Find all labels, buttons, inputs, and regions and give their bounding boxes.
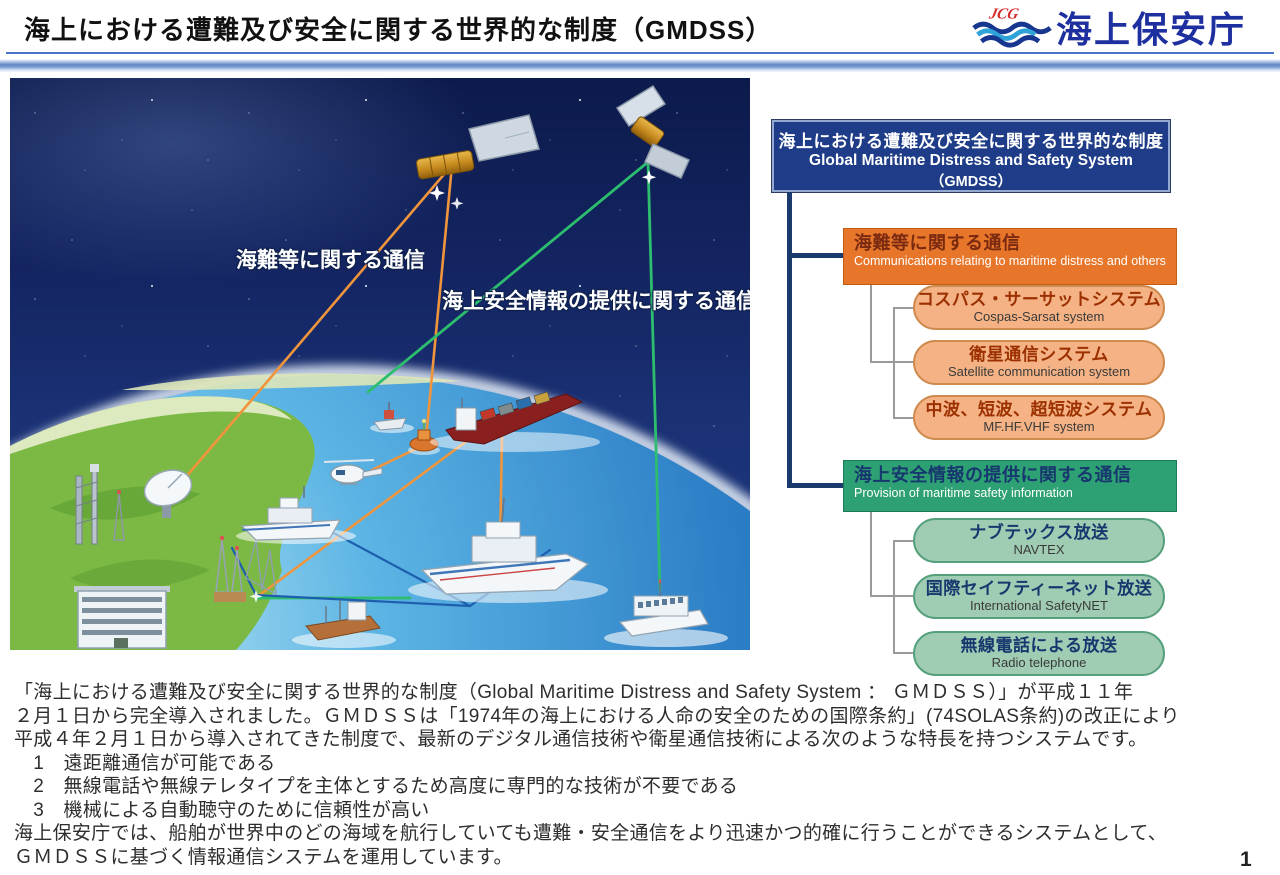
pill-en: Radio telephone [991,655,1087,670]
body-text-line: 3 機械による自動聴守のために信頼性が高い [14,799,430,821]
satellite-right [615,84,690,185]
safety-elbow [870,595,893,597]
pill-en: Cospas-Sarsat system [973,309,1105,324]
pill-en: MF.HF.VHF system [983,419,1095,434]
pill-navtex: ナブテックス放送 NAVTEX [913,518,1165,563]
body-text-line: ＧＭＤＳＳに基づく情報通信システムを運用しています。 [14,846,513,868]
pill-ja: 衛星通信システム [969,345,1109,364]
pill-ja: 中波、短波、超短波システム [925,400,1153,419]
pill-cospas-sarsat: コスパス・サーサットシステム Cospas-Sarsat system [913,285,1165,330]
shore-antenna-masts [214,535,277,603]
body-text-line: ２月１日から完全導入されました。ＧＭＤＳＳは「1974年の海上における人命の安全… [14,705,1180,727]
label-safety-comm: 海上安全情報の提供に関する通信 [442,290,750,313]
ferry [604,578,728,647]
satellite-dish [143,469,193,518]
launch-tower [75,464,99,545]
distress-boat [370,402,414,433]
cargo-ship-small [292,600,396,648]
agency-logo: JCG 海上保安庁 [970,2,1270,52]
root-title-en: Global Maritime Distress and Safety Syst… [809,152,1133,169]
pill-ja: 無線電話による放送 [960,636,1118,655]
coast-guard-building [74,586,170,649]
pill-mf-hf-vhf: 中波、短波、超短波システム MF.HF.VHF system [913,395,1165,440]
gmdss-illustration: 海難等に関する通信 海上安全情報の提供に関する通信 [10,78,750,650]
pill-ja: コスパス・サーサットシステム [916,290,1162,309]
body-text-line: 2 無線電話や無線テレタイプを主体とするため高度に専門的な技術が不要である [14,776,739,797]
radio-mast [113,490,125,541]
body-text-line: 海上保安庁では、船舶が世界中のどの海域を航行していても遭難・安全通信をより迅速か… [14,823,1168,844]
satellite-left [415,114,540,210]
label-distress-comm: 海難等に関する通信 [236,249,425,272]
agency-name: 海上保安庁 [1056,9,1247,50]
patrol-vessel [236,486,356,544]
group-header-safety: 海上安全情報の提供に関する通信 Provision of maritime sa… [843,460,1177,512]
nebula-haze [10,78,510,298]
jcg-logo-icon: JCG [972,6,1052,48]
header-divider-bar [0,59,1280,72]
illustration-scene [10,84,750,650]
buoy [408,419,440,455]
safety-stub-2 [893,595,913,597]
group-title-en: Provision of maritime safety information [854,486,1073,500]
pill-safetynet: 国際セイフティーネット放送 International SafetyNET [913,574,1165,619]
distress-bracket [893,307,895,419]
tree-branch-safety [787,483,845,488]
body-text-line: 「海上における遭難及び安全に関する世界的な制度（Global Maritime … [14,682,1134,703]
distress-drop-line [870,285,872,363]
safety-bracket [893,540,895,654]
distress-stub-3 [893,417,913,419]
body-text-line: 平成４年２月１日から導入されてきた制度で、最新のデジタル通信技術や衛星通信技術に… [14,729,1148,750]
pill-en: Satellite communication system [947,364,1131,379]
distant-shore [122,373,462,391]
patrol-ship-large [408,497,608,603]
body-text-line: 1 遠距離通信が可能である [14,752,276,774]
safety-stub-1 [893,540,913,542]
distress-comm-lines [183,163,504,599]
group-title-ja: 海上安全情報の提供に関する通信 [854,465,1132,485]
group-header-distress: 海難等に関する通信 Communications relating to mar… [843,228,1177,285]
pill-radio-telephone: 無線電話による放送 Radio telephone [913,631,1165,676]
body-text: 「海上における遭難及び安全に関する世界的な制度（Global Maritime … [14,681,1270,869]
root-abbr: （GMDSS） [929,174,1013,190]
gmdss-hierarchy-diagram: 海上における遭難及び安全に関する世界的な制度 Global Maritime D… [770,115,1182,677]
tree-branch-distress [787,253,845,258]
pill-satellite-comm: 衛星通信システム Satellite communication system [913,340,1165,385]
helicopter [323,459,383,485]
pill-en: NAVTEX [1013,542,1065,557]
group-title-ja: 海難等に関する通信 [854,233,1021,253]
gmdss-root-box: 海上における遭難及び安全に関する世界的な制度 Global Maritime D… [771,119,1171,193]
page-number: 1 [1240,848,1252,871]
safety-stub-3 [893,652,913,654]
svg-text:JCG: JCG [987,6,1020,23]
distress-stub-1 [893,307,913,309]
safety-drop-line [870,512,872,597]
pill-en: International SafetyNET [969,598,1109,613]
group-title-en: Communications relating to maritime dist… [854,254,1166,268]
distress-elbow [870,361,893,363]
title-underline [6,52,1274,54]
tree-trunk [787,192,792,488]
root-title-ja: 海上における遭難及び安全に関する世界的な制度 [778,132,1164,151]
distress-stub-2 [893,361,913,363]
cargo-ship-red [430,391,600,452]
page-title: 海上における遭難及び安全に関する世界的な制度（GMDSS） [24,15,773,45]
pill-ja: 国際セイフティーネット放送 [925,579,1153,598]
pill-ja: ナブテックス放送 [969,523,1109,542]
